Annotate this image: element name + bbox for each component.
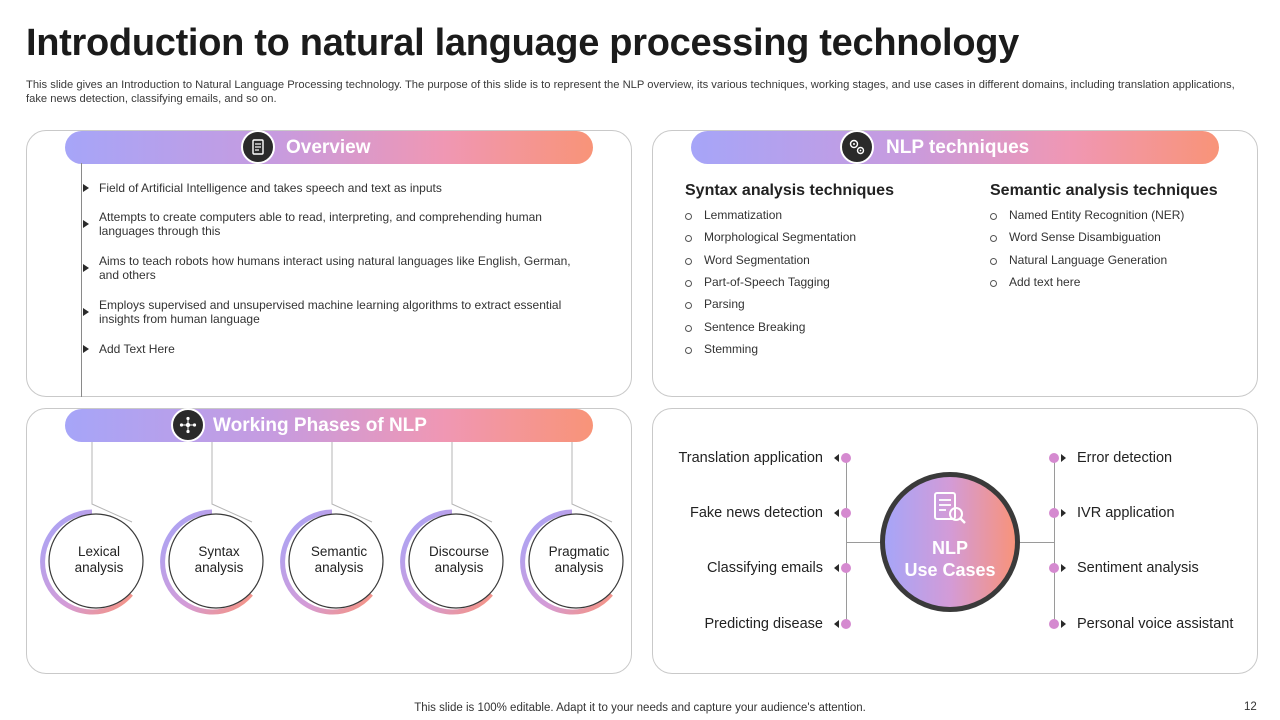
circle-bullet-icon [990, 258, 997, 265]
syntax-item: Lemmatization [704, 208, 783, 222]
page-number: 12 [1244, 701, 1257, 713]
circle-bullet-icon [685, 235, 692, 242]
circle-bullet-icon [685, 258, 692, 265]
syntax-title: Syntax analysis techniques [685, 182, 894, 199]
circle-bullet-icon [685, 280, 692, 287]
right-connector [1054, 458, 1055, 624]
overview-item: Attempts to create computers able to rea… [99, 210, 542, 238]
use-cases-panel: Translation application Fake news detect… [652, 408, 1258, 674]
syntax-item: Stemming [704, 342, 759, 356]
arrow-right-icon [1061, 454, 1066, 462]
circle-bullet-icon [685, 347, 692, 354]
use-case-right: Personal voice assistant [1077, 616, 1234, 632]
techniques-banner: NLP techniques [691, 130, 1219, 164]
overview-item: Add Text Here [99, 342, 175, 356]
phase-ring [400, 509, 504, 615]
overview-item: Aims to teach robots how humans interact… [99, 254, 571, 282]
bullet-arrow-icon [83, 264, 89, 272]
circle-bullet-icon [990, 213, 997, 220]
document-icon [241, 130, 275, 164]
arrow-left-icon [834, 509, 839, 517]
bullet-arrow-icon [83, 308, 89, 316]
phase-ring [160, 509, 264, 615]
arrow-left-icon [834, 620, 839, 628]
overview-panel: Overview Field of Artificial Intelligenc… [26, 130, 632, 397]
phase-ring [40, 509, 144, 615]
semantic-item: Named Entity Recognition (NER) [1009, 208, 1185, 222]
phases-banner: Working Phases of NLP [65, 408, 593, 442]
arrow-left-icon [834, 564, 839, 572]
use-case-left: Translation application [678, 450, 823, 466]
circle-bullet-icon [685, 213, 692, 220]
use-case-left: Classifying emails [706, 560, 823, 576]
overview-item: Field of Artificial Intelligence and tak… [99, 181, 442, 195]
dot-icon [1049, 619, 1059, 629]
use-case-left: Fake news detection [690, 505, 823, 521]
dot-icon [841, 563, 851, 573]
overview-item: Employs supervised and unsupervised mach… [99, 298, 562, 326]
arrow-left-icon [834, 454, 839, 462]
syntax-item: Parsing [704, 297, 745, 311]
left-hub-line [846, 542, 882, 543]
syntax-item: Sentence Breaking [704, 320, 806, 334]
semantic-item: Add text here [1009, 275, 1081, 289]
bullet-arrow-icon [83, 345, 89, 353]
use-case-left: Predicting disease [704, 616, 824, 632]
syntax-item: Part-of-Speech Tagging [704, 275, 830, 289]
dot-icon [841, 453, 851, 463]
dot-icon [1049, 508, 1059, 518]
semantic-title: Semantic analysis techniques [990, 182, 1218, 199]
circle-bullet-icon [990, 235, 997, 242]
dot-icon [841, 508, 851, 518]
syntax-item: Morphological Segmentation [704, 230, 857, 244]
techniques-panel: NLP techniques Syntax analysis technique… [652, 130, 1258, 397]
use-case-right: Sentiment analysis [1077, 560, 1199, 576]
circle-bullet-icon [685, 302, 692, 309]
phase-ring [520, 509, 624, 615]
left-connector [846, 458, 847, 624]
semantic-item: Natural Language Generation [1009, 253, 1168, 267]
arrow-right-icon [1061, 564, 1066, 572]
phases-heading: Working Phases of NLP [213, 415, 427, 436]
right-hub-line [1018, 542, 1054, 543]
arrow-right-icon [1061, 509, 1066, 517]
bullet-arrow-icon [83, 184, 89, 192]
footer-note: This slide is 100% editable. Adapt it to… [414, 702, 866, 714]
semantic-item: Word Sense Disambiguation [1009, 230, 1161, 244]
slide-subtitle: This slide gives an Introduction to Natu… [26, 79, 1235, 105]
arrow-right-icon [1061, 620, 1066, 628]
overview-heading: Overview [286, 137, 371, 158]
document-search-icon [934, 492, 966, 524]
gears-icon [840, 130, 874, 164]
circle-bullet-icon [685, 325, 692, 332]
slide-title: Introduction to natural language process… [26, 22, 1019, 64]
phase-ring [280, 509, 384, 615]
techniques-heading: NLP techniques [886, 137, 1030, 158]
network-icon [171, 408, 205, 442]
overview-timeline [81, 163, 82, 397]
dot-icon [841, 619, 851, 629]
phase-connectors [91, 442, 613, 523]
use-case-right: IVR application [1077, 505, 1175, 521]
dot-icon [1049, 563, 1059, 573]
dot-icon [1049, 453, 1059, 463]
bullet-arrow-icon [83, 220, 89, 228]
syntax-item: Word Segmentation [704, 253, 810, 267]
overview-banner: Overview [65, 130, 593, 164]
circle-bullet-icon [990, 280, 997, 287]
use-case-right: Error detection [1077, 450, 1173, 466]
